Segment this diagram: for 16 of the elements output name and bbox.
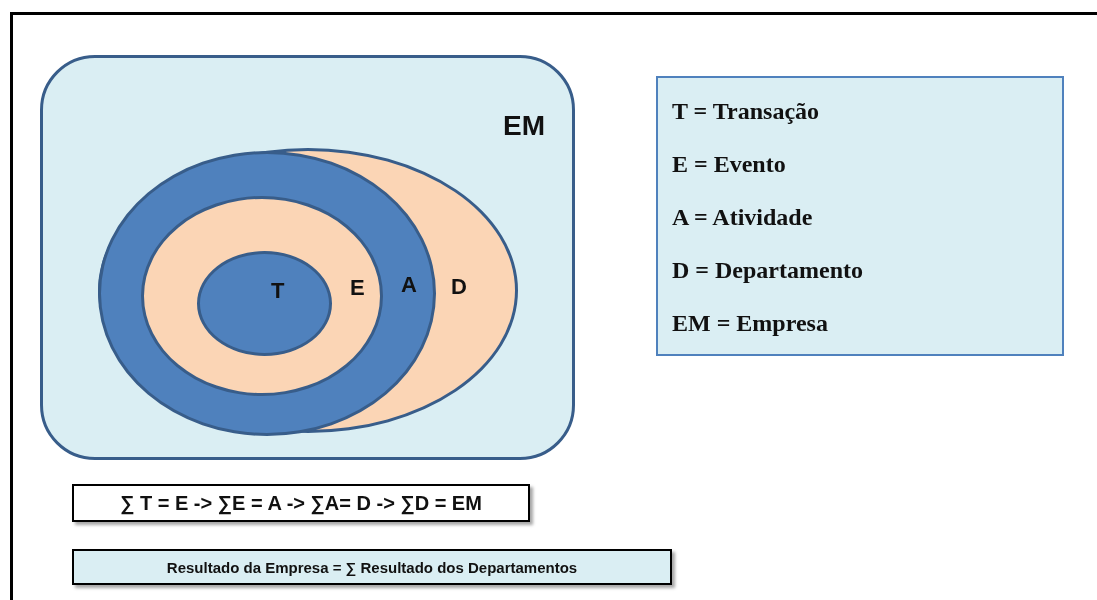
formula-text: ∑ T = E -> ∑E = A -> ∑A= D -> ∑D = EM [119, 491, 483, 515]
legend-text: T = Transação [672, 98, 820, 125]
region-label: EM [503, 110, 545, 142]
legend-text: E = Evento [672, 151, 786, 178]
formula-text: Resultado da Empresa = ∑ Resultado dos Departamentos [165, 558, 579, 576]
legend-text: EM = Empresa [672, 310, 828, 337]
region-label: E [350, 275, 365, 301]
rounded-box [40, 55, 575, 460]
note-box [72, 549, 672, 585]
legend-text: A = Atividade [672, 204, 813, 231]
formula-box [72, 484, 530, 522]
region-label: A [401, 272, 417, 298]
region-label: D [451, 274, 467, 300]
region-label: T [271, 278, 285, 304]
legend-text: D = Departamento [672, 257, 863, 284]
legend-box [656, 76, 1064, 356]
